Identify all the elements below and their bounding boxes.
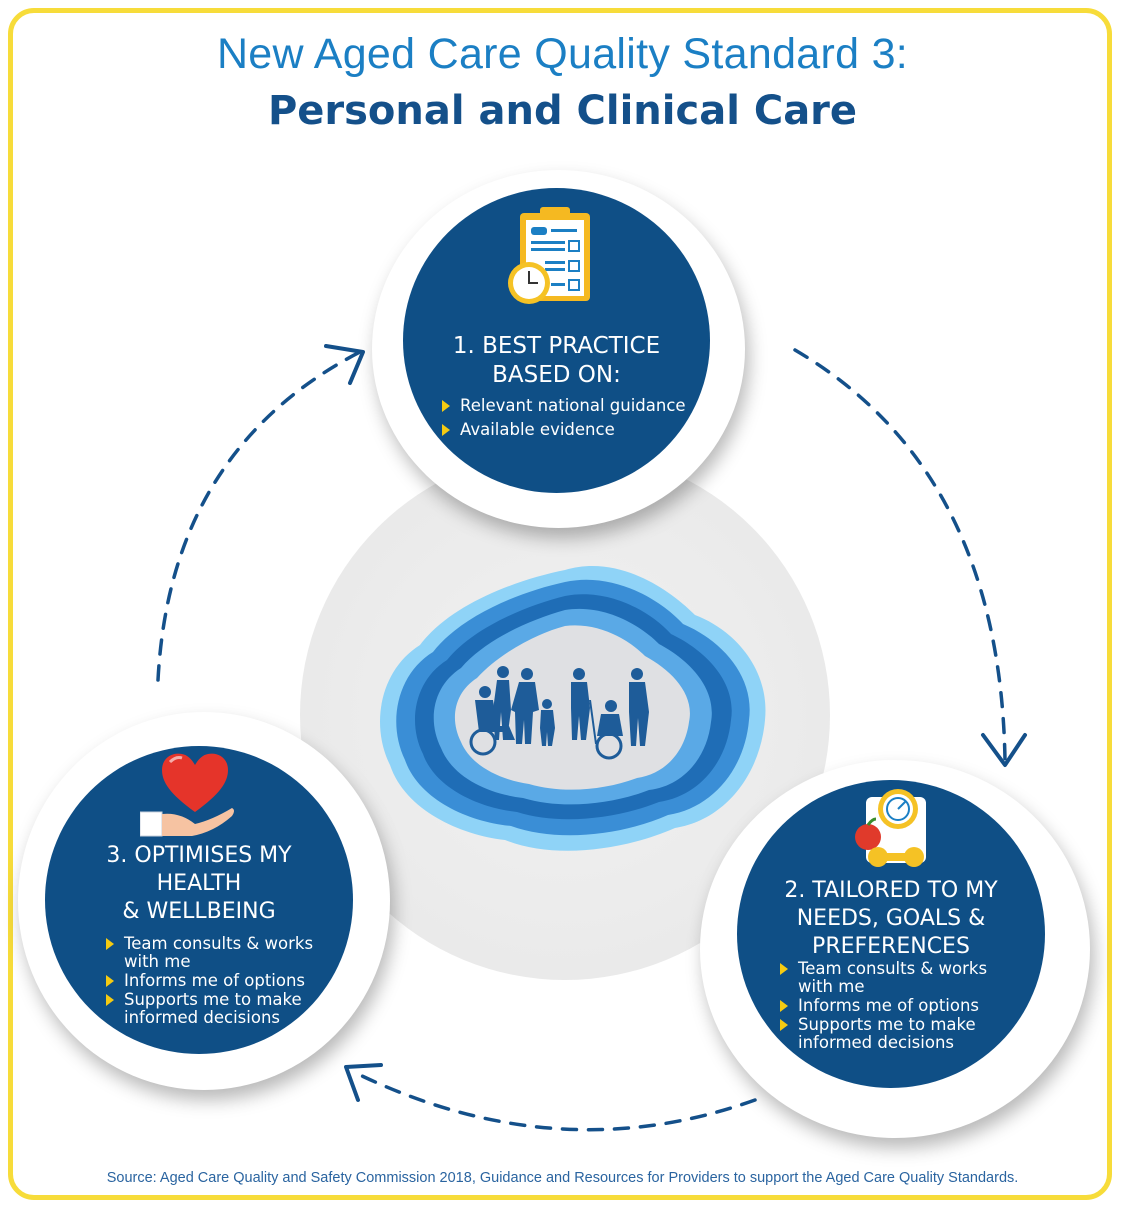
title-line-2: Personal and Clinical Care <box>267 88 858 134</box>
arrow-3-to-1 <box>156 350 362 682</box>
node-2-bullet: Team consults & works with me <box>776 960 1036 996</box>
node-1-bullet: Available evidence <box>438 421 708 439</box>
bullet-arrow-icon <box>780 963 788 975</box>
node-2-bullet: Informs me of options <box>776 997 1036 1015</box>
bullet-arrow-icon <box>106 975 114 987</box>
node-1-title: 1. BEST PRACTICE BASED ON: <box>452 333 661 388</box>
bullet-arrow-icon <box>442 400 450 412</box>
arrow-1-to-2 <box>793 348 1007 762</box>
node-3-bullet: Team consults & works with me <box>102 935 352 971</box>
silhouettes <box>469 666 649 760</box>
bullet-arrow-icon <box>106 994 114 1006</box>
bullet-arrow-icon <box>780 1019 788 1031</box>
bullet-arrow-icon <box>106 938 114 950</box>
node-3-title: 3. OPTIMISES MY HEALTH & WELLBEING <box>106 843 292 924</box>
arrowhead-2-to-3 <box>344 1063 383 1102</box>
people-silhouettes-icon <box>380 566 766 851</box>
heart-in-hand-icon <box>140 753 234 837</box>
node-1-bullets: Relevant national guidance Available evi… <box>438 397 708 440</box>
node-3-bullet: Informs me of options <box>102 972 352 990</box>
bullet-arrow-icon <box>780 1000 788 1012</box>
source-caption: Source: Aged Care Quality and Safety Com… <box>106 1170 1019 1186</box>
arrow-2-to-3 <box>358 1073 757 1132</box>
bullet-arrow-icon <box>442 424 450 436</box>
node-2-bullets: Team consults & works with me Informs me… <box>776 960 1036 1053</box>
node-1-bullet: Relevant national guidance <box>438 397 708 415</box>
node-2-title: 2. TAILORED TO MY NEEDS, GOALS & PREFERE… <box>784 878 998 959</box>
node-3-bullets: Team consults & works with me Informs me… <box>102 935 352 1028</box>
node-2-bullet: Supports me to make informed decisions <box>776 1016 1036 1052</box>
title-line-1: New Aged Care Quality Standard 3: <box>216 30 909 78</box>
node-3-bullet: Supports me to make informed decisions <box>102 991 352 1027</box>
arrowhead-3-to-1 <box>324 344 365 385</box>
clipboard-clock-icon <box>508 207 590 304</box>
scale-apple-dumbbell-icon <box>855 789 926 867</box>
arrowhead-1-to-2 <box>981 733 1027 767</box>
